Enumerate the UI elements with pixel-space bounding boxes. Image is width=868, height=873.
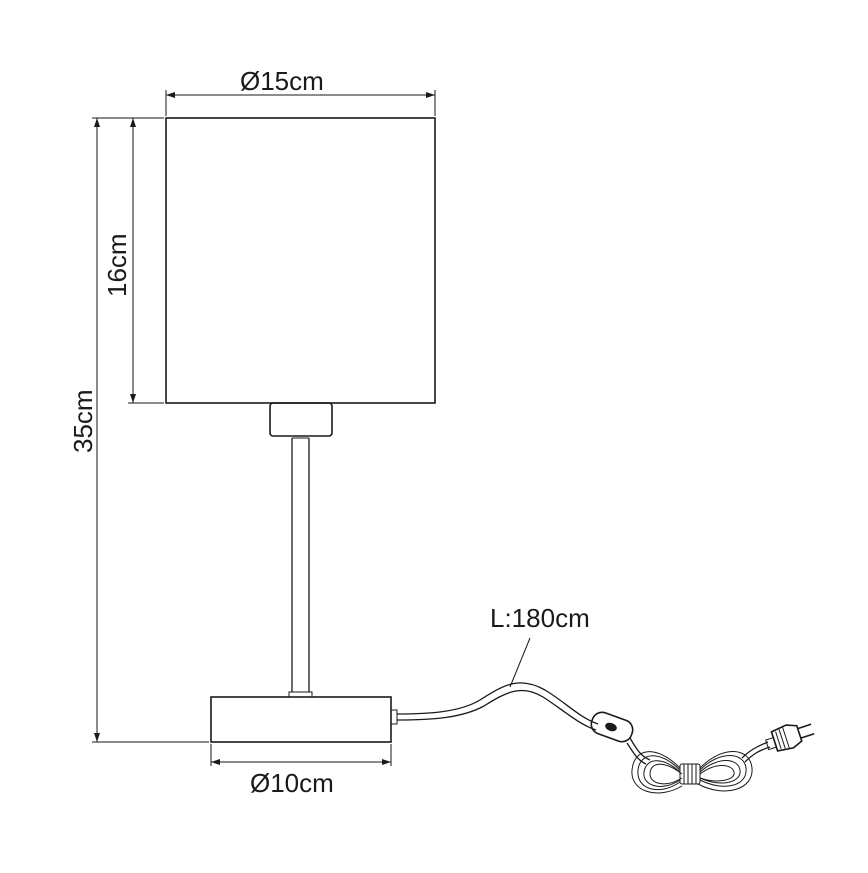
cable-segment	[626, 742, 647, 765]
power-cable	[396, 682, 599, 731]
coiled-cable-icon	[631, 751, 753, 794]
cable-segment	[629, 737, 651, 761]
shade-height-label: 16cm	[102, 233, 132, 297]
shade-diameter-label: Ø15cm	[240, 66, 324, 96]
socket-holder	[269, 402, 333, 437]
lamp-base	[210, 696, 392, 743]
lamp-shade	[165, 117, 436, 404]
cable-segment	[744, 746, 771, 763]
base-diameter-dimension	[210, 744, 392, 766]
total-height-dimension	[92, 117, 209, 743]
cable-length-label: L:180cm	[490, 603, 590, 633]
inline-switch-icon	[590, 711, 634, 743]
cable-segment	[741, 741, 769, 759]
shade-height-dimension	[128, 117, 164, 404]
cable-exit	[390, 709, 398, 725]
total-height-label: 35cm	[68, 389, 98, 453]
lamp-stem	[288, 437, 313, 698]
cable-length-leader	[509, 637, 531, 688]
power-plug-icon	[765, 723, 815, 752]
shade-diameter-dimension	[165, 90, 436, 116]
base-diameter-label: Ø10cm	[250, 768, 334, 798]
